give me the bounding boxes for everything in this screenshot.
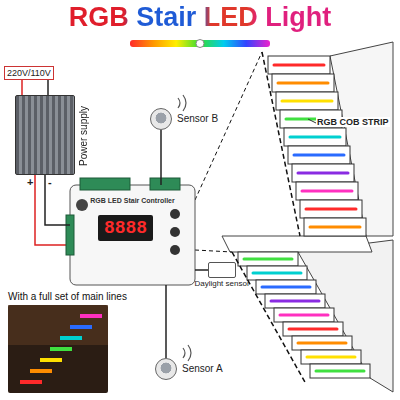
polarity-mark: + [27, 176, 33, 188]
photo-step [40, 358, 62, 362]
node-text: RGB LED Stair Controller [70, 197, 195, 204]
cob-strip [289, 328, 337, 331]
dc-wire [35, 175, 70, 245]
controller-body [70, 185, 195, 285]
stair-landing [222, 236, 372, 252]
wire-connector [195, 269, 208, 271]
photo-glow [8, 305, 108, 345]
stair-step [268, 56, 330, 74]
wave [188, 345, 191, 361]
cob-strip [294, 154, 344, 157]
stair-step [300, 200, 362, 218]
cob-strip [271, 300, 319, 303]
upper-strips [274, 65, 360, 227]
voltage-label: 220V/110V [4, 66, 54, 80]
photo-step [70, 325, 92, 329]
cob-strip [290, 136, 340, 139]
cob-strip [306, 208, 356, 211]
bar-dot [196, 40, 204, 48]
cob-strip [302, 190, 352, 193]
mains-wire [21, 80, 23, 95]
signal-waves [178, 95, 191, 361]
display-digits: 8888 [98, 217, 153, 239]
title: RGB Stair LED Light [69, 2, 332, 33]
cob-strip [278, 82, 328, 85]
wave [178, 98, 180, 108]
terminal-block [80, 178, 130, 190]
cob-strip [262, 286, 310, 289]
cob-strip [298, 172, 348, 175]
stair-step [301, 350, 361, 364]
photo-step [20, 380, 42, 384]
cob-strip [280, 314, 328, 317]
stair-step [292, 336, 352, 350]
lower-strips [244, 259, 364, 371]
stair-step [284, 128, 346, 146]
terminal-block [66, 215, 74, 255]
cob-strip [307, 356, 355, 359]
stair-step [238, 252, 298, 266]
part-label: RGB COB STRIP [316, 117, 390, 127]
stair-step [276, 92, 338, 110]
stair-step [292, 164, 354, 182]
strip-wiring [195, 250, 232, 252]
polarity-mark: - [48, 176, 52, 188]
cob-strip [310, 226, 360, 229]
stair-step [283, 322, 343, 336]
terminal-block [150, 178, 180, 190]
node-text: Daylight sensor [194, 279, 249, 288]
cob-strip [282, 100, 332, 103]
power-supply: Power supply [15, 95, 75, 175]
stair-step [296, 182, 358, 200]
status-knob [76, 199, 88, 211]
button [170, 227, 180, 237]
stair-step [272, 74, 334, 92]
upper-flight [268, 56, 366, 236]
photo-note: With a full set of main lines [8, 291, 127, 302]
wire-connector [45, 175, 70, 225]
button [170, 209, 180, 219]
wave [183, 348, 185, 358]
motion-sensor: Sensor B [150, 108, 172, 130]
cob-strip [244, 258, 292, 261]
node-text: Sensor B [177, 113, 218, 124]
motion-sensor: Sensor A [155, 358, 177, 380]
daylight-sensor: Daylight sensor [208, 262, 236, 278]
strip-wiring [232, 252, 306, 384]
strip-wiring [195, 52, 262, 200]
cob-strip [274, 64, 324, 67]
cob-strip [253, 272, 301, 275]
wire-connector [165, 285, 167, 358]
photo-step [30, 369, 52, 373]
button [170, 245, 180, 255]
stair-step [247, 266, 307, 280]
node-text: Sensor A [182, 363, 223, 374]
stair-step [274, 308, 334, 322]
stair-step [288, 146, 350, 164]
stair-step [304, 218, 366, 236]
cob-strip [316, 370, 364, 373]
stair-step [256, 280, 316, 294]
leader-line [308, 119, 316, 123]
photo-step [50, 347, 72, 351]
cob-strip [298, 342, 346, 345]
photo-step [80, 314, 102, 318]
node-text: Power supply [78, 96, 89, 176]
stair-step [310, 364, 370, 378]
led-display [98, 215, 153, 241]
lower-flight [238, 252, 370, 378]
wave [183, 95, 186, 111]
photo-step [60, 336, 82, 340]
mains-wire [47, 80, 49, 95]
stair-step [265, 294, 325, 308]
rainbow-bar [130, 40, 270, 47]
photo-inset [8, 305, 108, 393]
strip-wiring [262, 52, 300, 236]
wire-connector [160, 130, 162, 185]
